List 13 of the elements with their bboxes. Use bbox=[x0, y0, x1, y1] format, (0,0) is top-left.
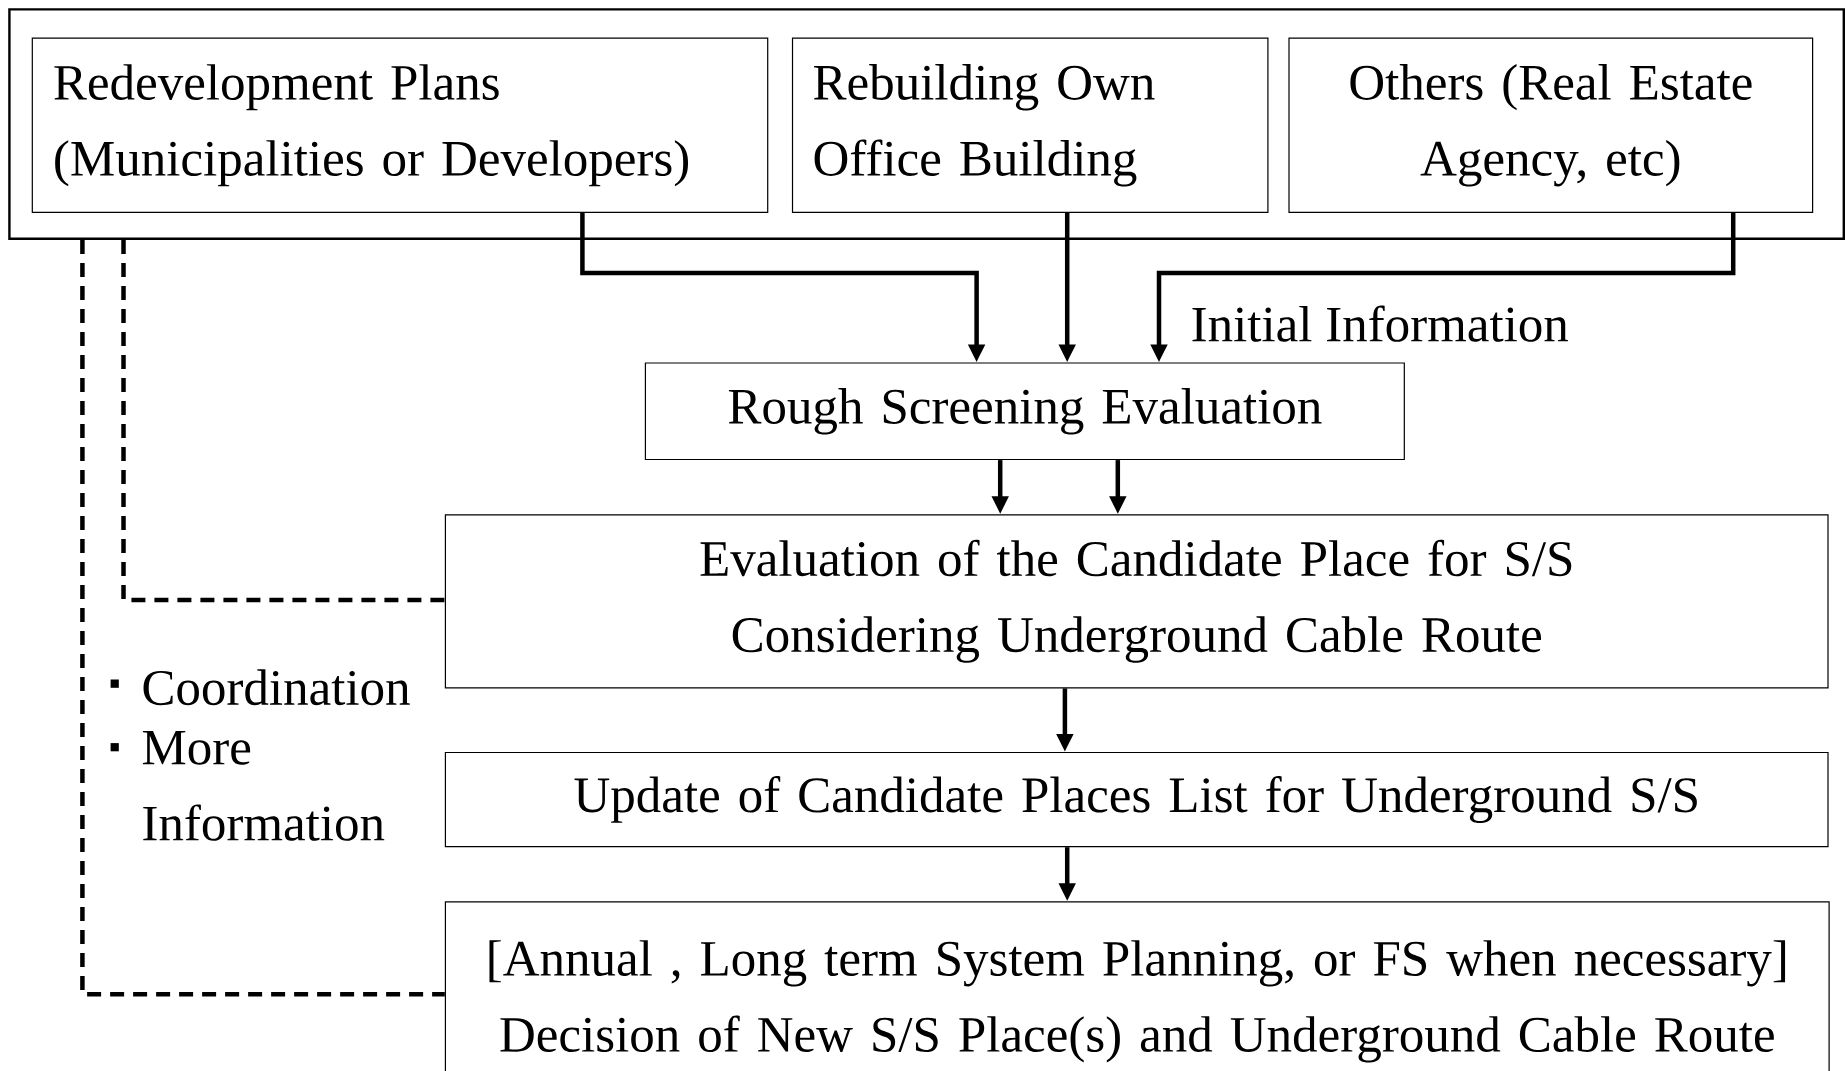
edge-label: Initial Information bbox=[1188, 303, 1571, 344]
note-text: More Information bbox=[142, 730, 385, 841]
process-box: [Annual , Long term System Planning, or FS when necessary] Decision of New S/S Place(s) and Underground Cable Route bbox=[444, 901, 1830, 1071]
process-box: Rough Screening Evaluation bbox=[644, 362, 1405, 461]
note-text: Coordination bbox=[143, 669, 410, 706]
dashed-connector bbox=[80, 240, 445, 997]
source-box: Others (Real Estate Agency, etc) bbox=[1288, 37, 1814, 213]
process-box: Update of Candidate Places List for Underground S/S bbox=[444, 751, 1829, 848]
process-box: Evaluation of the Candidate Place for S/S Considering Underground Cable Route bbox=[444, 514, 1829, 689]
source-box: Rebuilding Own Office Building bbox=[791, 37, 1269, 213]
source-box: Redevelopment Plans (Municipalities or Developers) bbox=[31, 37, 769, 213]
group-frame bbox=[8, 8, 1845, 240]
dashed-connector bbox=[121, 240, 445, 603]
